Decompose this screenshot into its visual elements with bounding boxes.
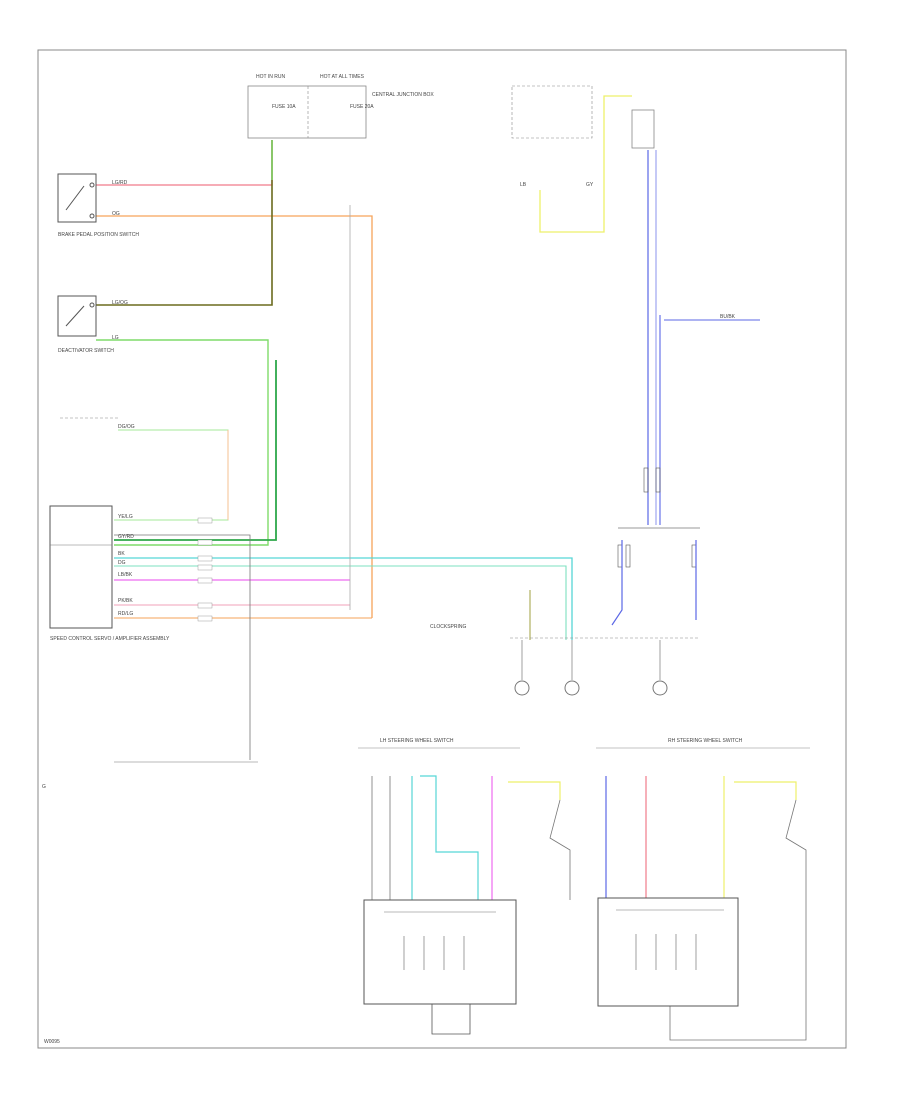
- wire-bu-clock-1: [611, 540, 623, 626]
- wire-label-tags: [197, 517, 213, 622]
- rh-switch-wires: [605, 776, 807, 1041]
- wire-bk: [114, 534, 251, 760]
- central-junction-box: HOT IN RUN HOT AT ALL TIMES FUSE 10A FUS…: [247, 74, 434, 139]
- speed-control-servo: SPEED CONTROL SERVO / AMPLIFIER ASSEMBLY: [49, 505, 170, 642]
- tag-lb-bk: LB/BK: [118, 572, 133, 578]
- tag-lb: LB: [520, 182, 527, 188]
- hot-in-run-label: HOT IN RUN: [256, 74, 285, 80]
- brake-pedal-switch-label: BRAKE PEDAL POSITION SWITCH: [58, 232, 139, 238]
- rh-switch-label: RH STEERING WHEEL SWITCH: [668, 738, 743, 744]
- wire-lg-rd: [96, 140, 273, 186]
- tag-bk: BK: [118, 551, 125, 557]
- speed-control-servo-label: SPEED CONTROL SERVO / AMPLIFIER ASSEMBLY: [50, 636, 170, 642]
- fuse-10a-label: FUSE 10A: [272, 104, 296, 110]
- wire-lb: [114, 565, 567, 640]
- fuse-20a-label: FUSE 20A: [350, 104, 374, 110]
- wire-lg-cluster: [114, 429, 229, 521]
- lh-switch-body: [363, 899, 517, 1005]
- brake-pedal-switch: BRAKE PEDAL POSITION SWITCH: [57, 173, 139, 238]
- central-junction-box-label: CENTRAL JUNCTION BOX: [372, 92, 434, 98]
- tag-rd-lg: RD/LG: [118, 611, 133, 617]
- connector-blocks: [617, 467, 697, 568]
- wire-ye: [539, 95, 632, 233]
- tag-yel-lg: YE/LG: [118, 514, 133, 520]
- tag-gy-rd: GY/RD: [118, 534, 134, 540]
- rh-switch-body: [597, 897, 739, 1007]
- battery-junction-box: [511, 85, 655, 149]
- tag-pk-bk: PK/BK: [118, 598, 133, 604]
- tag-lg: LG: [112, 335, 119, 341]
- tag-bu-bk: BU/BK: [720, 314, 736, 320]
- deactivator-switch: DEACTIVATOR SWITCH: [57, 295, 114, 354]
- tag-gy: GY: [586, 182, 594, 188]
- ground-symbols: [514, 640, 668, 696]
- tag-og: OG: [112, 211, 120, 217]
- ground-label: G: [42, 784, 46, 790]
- wire-dg: [114, 360, 277, 541]
- tag-lg-rd: LG/RD: [112, 180, 128, 186]
- lh-switch-label: LH STEERING WHEEL SWITCH: [380, 738, 454, 744]
- diagram-id: W0095: [44, 1039, 60, 1045]
- lh-switch-internals: [384, 911, 496, 1035]
- rh-switch-internals: [616, 909, 724, 970]
- tag-lg-og: LG/OG: [112, 300, 128, 306]
- deactivator-switch-label: DEACTIVATOR SWITCH: [58, 348, 114, 354]
- hot-at-all-times-label: HOT AT ALL TIMES: [320, 74, 365, 80]
- tag-dg-og: DG/OG: [118, 424, 135, 430]
- tag-dg: DG: [118, 560, 126, 566]
- diagram-frame: [37, 49, 847, 1049]
- wire-lg: [96, 339, 269, 546]
- lh-switch-wires: [371, 775, 571, 900]
- wire-dg-og: [96, 140, 273, 306]
- wire-lb-bk: [114, 557, 573, 640]
- clockspring-label: CLOCKSPRING: [430, 624, 467, 630]
- wire-og: [96, 215, 373, 618]
